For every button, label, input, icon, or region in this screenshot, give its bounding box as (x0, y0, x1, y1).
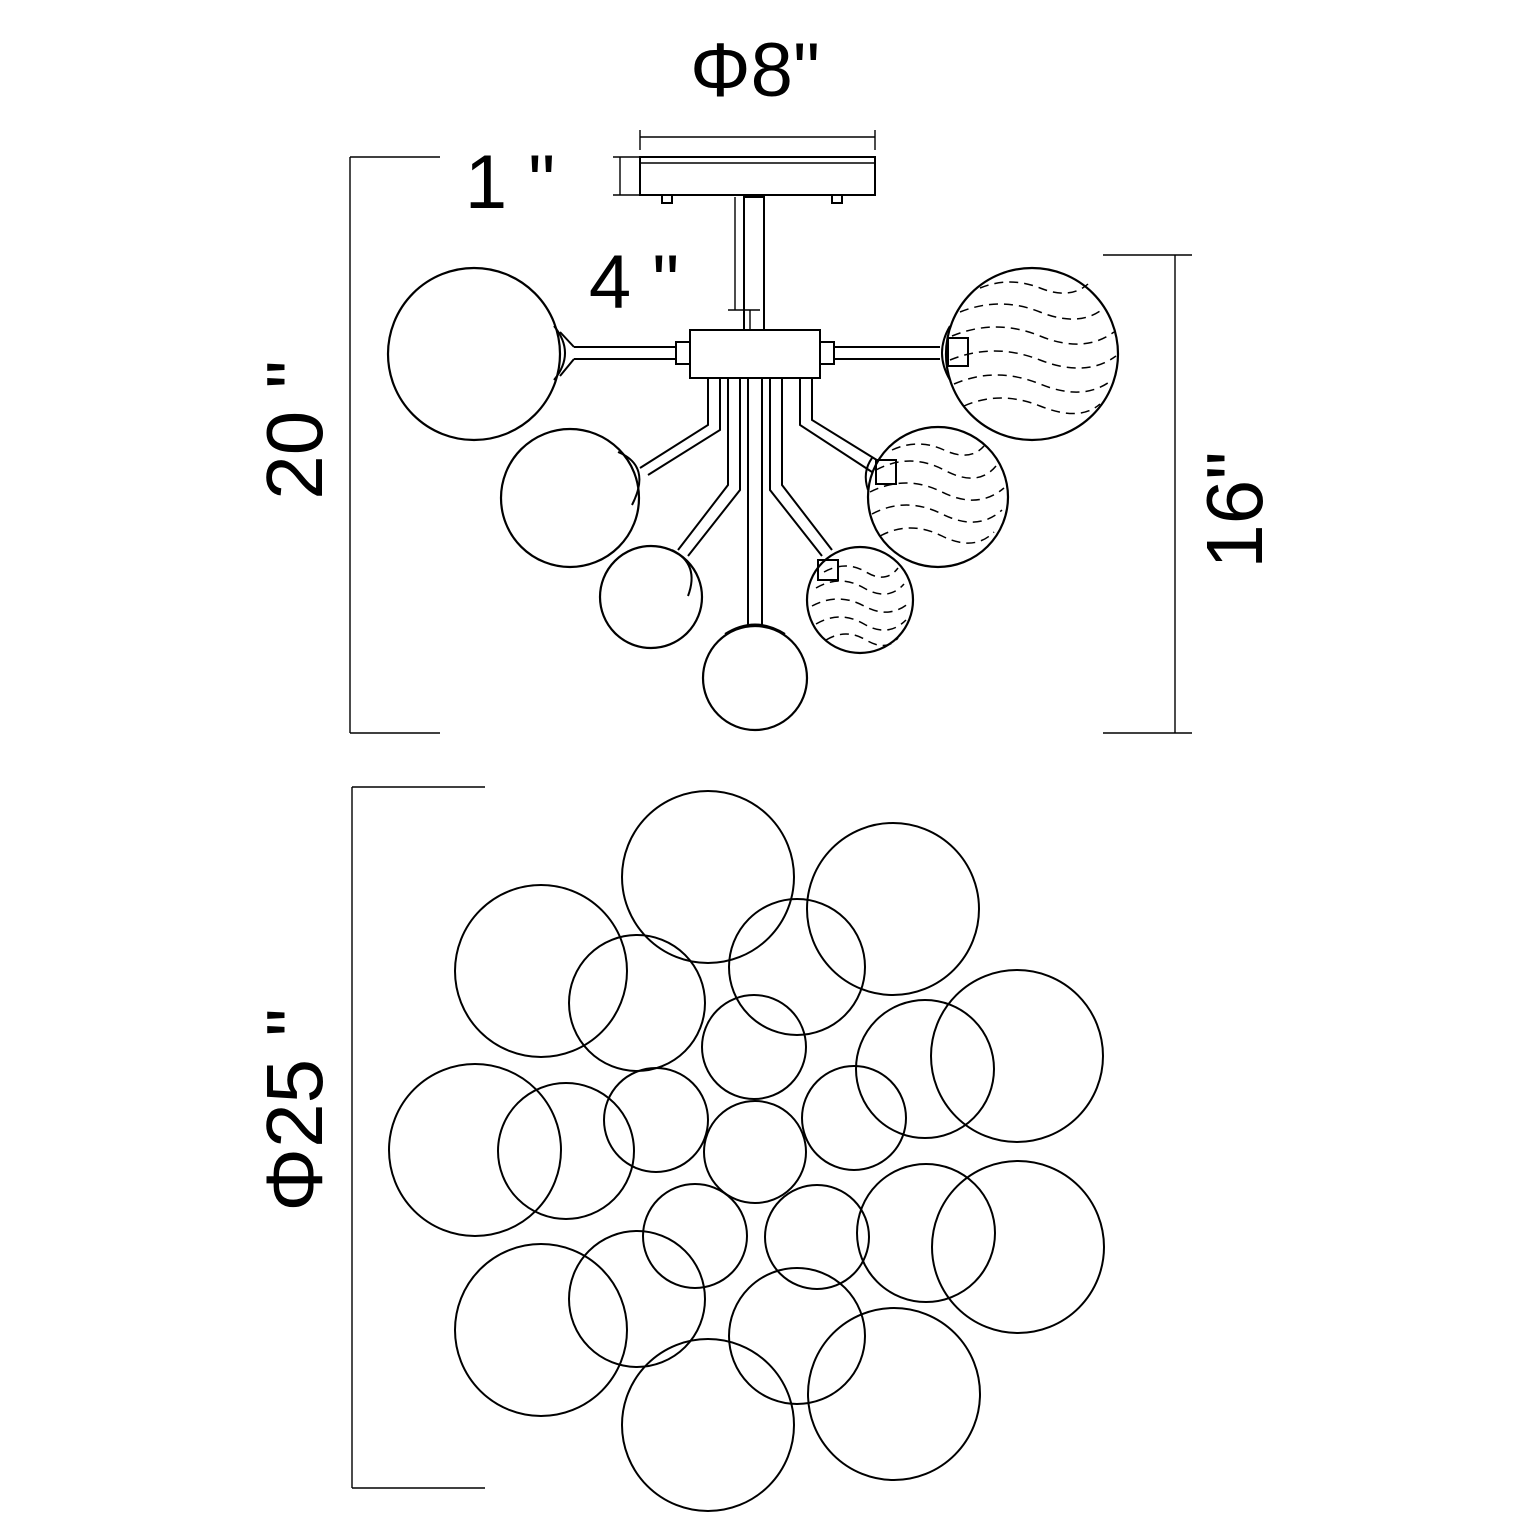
overall-diameter-dimension-line (351, 786, 485, 1489)
plan-globe (568, 1230, 706, 1368)
side-elevation (386, 156, 1120, 732)
plan-globe (728, 1267, 866, 1405)
plan-globe (454, 1243, 628, 1417)
downward-arms (639, 378, 881, 625)
plan-view-globes (388, 790, 1105, 1512)
overall-height-dimension-line (349, 156, 440, 734)
plan-globe (497, 1082, 635, 1220)
plan-globe (642, 1183, 748, 1289)
swirl-globe-upper-right (941, 266, 1120, 442)
canopy-screws (661, 194, 843, 204)
plan-globe (855, 999, 995, 1139)
plan-globe (603, 1067, 709, 1173)
plan-globe (728, 898, 866, 1036)
ceiling-canopy (639, 156, 876, 196)
plan-globe (806, 822, 980, 996)
plan-globe (856, 1163, 996, 1303)
overall-height-label: 20 " (250, 360, 339, 500)
plan-globe (931, 1160, 1105, 1334)
canopy-height-dimension-line (613, 156, 640, 196)
canopy-width-dimension-line (639, 130, 876, 150)
overall-diameter-label: Φ25 " (250, 1008, 339, 1211)
plan-globe (388, 1063, 562, 1237)
swirl-globe-mid-right (864, 425, 1010, 569)
plan-globe (930, 969, 1104, 1143)
fixture-height-dimension-line (1103, 254, 1192, 734)
canopy-height-label: 1 " (465, 140, 555, 225)
globe-lower-left (598, 544, 704, 650)
plan-globe (568, 934, 706, 1072)
globe-bottom-center (701, 623, 809, 732)
canopy-diameter-label: Φ8" (690, 28, 820, 113)
plan-globe (703, 1100, 807, 1204)
plan-globe (764, 1184, 870, 1290)
plan-globe (807, 1307, 981, 1481)
plan-globe (701, 994, 807, 1100)
plan-globe (621, 790, 795, 964)
plan-globe (454, 884, 628, 1058)
swirl-globe-lower-right (805, 545, 915, 655)
globe-upper-left (386, 266, 575, 442)
center-hub (689, 329, 821, 379)
globe-mid-left (499, 427, 641, 569)
fixture-height-label: 16" (1190, 451, 1279, 568)
stem-length-label: 4 " (589, 240, 679, 325)
horizontal-arms (574, 346, 940, 360)
plan-globe (621, 1338, 795, 1512)
plan-globe (801, 1065, 907, 1171)
